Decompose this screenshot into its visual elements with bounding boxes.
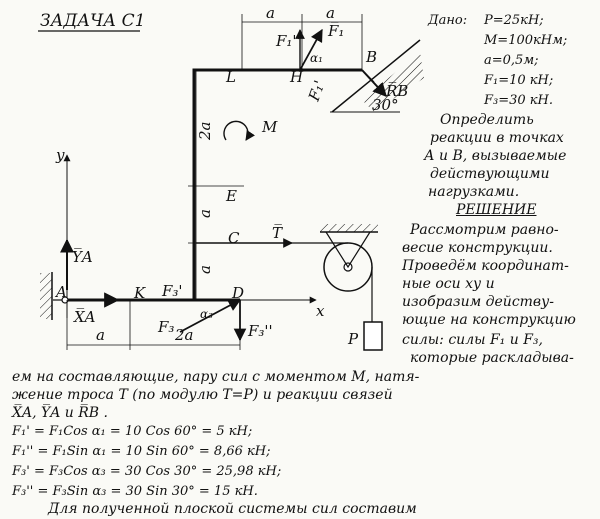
solution-line-8: которые раскладыва- [410, 350, 574, 366]
solution-line-1: Рассмотрим равно- [410, 222, 559, 238]
point-d-label: D [231, 284, 244, 302]
ceiling-hatch [320, 224, 378, 232]
task-line-4: действующими [430, 166, 550, 182]
weight-label: P [347, 330, 359, 348]
dim-a-vertical-2: a [196, 265, 214, 274]
solution-title: РЕШЕНИЕ [456, 202, 537, 218]
continuation-line-2: жение троса T (по модулю T=P) и реакции … [12, 387, 393, 403]
point-e-label: E [225, 187, 237, 205]
tension-label: T̅ [272, 223, 283, 242]
support-b-incline [331, 39, 421, 113]
reaction-rb-arrow [361, 69, 387, 98]
calc-line-4: F₃'' = F₃Sin α₃ = 30 Sin 30° = 15 кН. [12, 484, 258, 499]
solution-line-7: силы: силы F₁ и F₃, [402, 332, 543, 348]
moment-arc [223, 120, 255, 141]
solution-line-3: Проведём координат- [402, 258, 569, 274]
force-f1pp-label: F₁'' [275, 32, 301, 50]
force-f1-arrow [299, 28, 323, 71]
calc-line-1: F₁' = F₁Cos α₁ = 10 Cos 60° = 5 кН; [12, 424, 253, 439]
bottom-line: Для полученной плоской системы сил соста… [48, 501, 417, 517]
problem-title: ЗАДАЧА С1 [40, 11, 145, 31]
point-c-label: C [228, 229, 240, 247]
dim-a-top-2: a [326, 4, 335, 22]
alpha1-label: α₁ [310, 51, 323, 65]
calc-line-3: F₃' = F₃Cos α₃ = 30 Cos 30° = 25,98 кН; [12, 464, 282, 479]
x-axis-label: x [316, 302, 325, 320]
wall-a-hatch [40, 273, 52, 319]
force-f1-label: F̅₁ [327, 21, 344, 40]
solution-line-5: изобразим действу- [402, 294, 554, 310]
alpha3-label: α₃ [200, 307, 213, 321]
reaction-ya-label: Y̅A [72, 247, 93, 266]
point-a-label: A [54, 283, 67, 301]
task-line-2: реакции в точках [430, 130, 564, 146]
point-b-label: B [365, 48, 377, 66]
reaction-xa-label: X̅A [73, 307, 96, 326]
calc-line-2: F₁'' = F₁Sin α₁ = 10 Sin 60° = 8,66 кН; [12, 444, 271, 459]
point-l-label: L [225, 68, 236, 86]
given-header: Дано: [428, 13, 468, 28]
continuation-line-3: X̅A, Y̅A и R̅B . [12, 405, 108, 421]
given-line-4: F₁=10 кН; [484, 73, 554, 88]
given-line-3: a=0,5м; [484, 53, 539, 68]
moment-label: M [261, 118, 278, 136]
incline-angle-label: 30° [372, 96, 399, 114]
given-line-5: F₃=30 кН. [484, 93, 554, 108]
solution-line-6: ющие на конструкцию [402, 312, 576, 328]
given-line-2: M=100кНм; [484, 33, 568, 48]
frame [68, 68, 362, 302]
task-line-5: нагрузками. [428, 184, 520, 200]
reaction-rb-label: R̅B [385, 81, 408, 100]
weight-block [363, 321, 383, 351]
dim-a-vertical-1: a [196, 209, 214, 218]
dim-2a-bottom: 2a [174, 326, 194, 344]
force-f3pp-label: F₃'' [247, 322, 273, 340]
solution-line-2: весие конструкции. [402, 240, 553, 256]
force-f3-arrow [179, 299, 242, 333]
given-line-1: P=25кН; [484, 13, 544, 28]
dim-a-bottom: a [96, 326, 105, 344]
solution-line-4: ные оси ху и [402, 276, 495, 292]
pulley-bracket [325, 231, 371, 269]
y-axis-label: y [55, 146, 65, 164]
task-line-1: Определить [440, 112, 534, 128]
continuation-line-1: ем на составляющие, пару сил с моментом … [12, 369, 420, 385]
force-f3p-label: F₃' [161, 282, 183, 300]
dim-2a-vertical: 2a [196, 122, 214, 142]
point-k-label: K [133, 284, 146, 302]
dim-a-top-1: a [266, 4, 275, 22]
point-h-label: H [289, 68, 304, 86]
task-line-3: А и В, вызываемые [424, 148, 567, 164]
force-f1p-label: F₁' [305, 78, 329, 104]
force-f3-label: F₃ [157, 318, 174, 336]
